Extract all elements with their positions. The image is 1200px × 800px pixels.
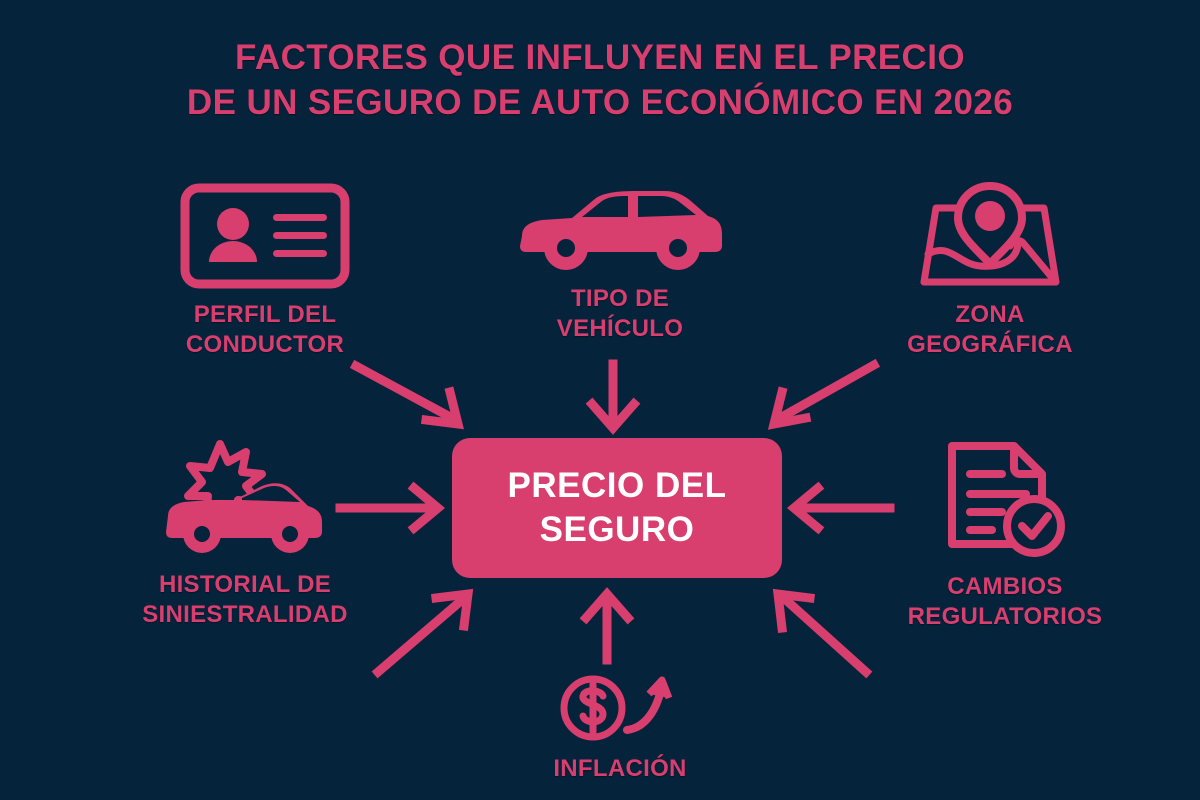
arrow-historial-to-center	[335, 481, 446, 535]
page-title-line-2: DE UN SEGURO DE AUTO ECONÓMICO EN 2026	[186, 82, 1014, 122]
arrow-cambios-to-center	[786, 481, 895, 535]
factor-node-zona: ZONA GEOGRÁFICA	[840, 178, 1140, 360]
factor-node-inflacion: INFLACIÓN	[455, 668, 785, 784]
factor-node-vehiculo: TIPO DE VEHÍCULO	[455, 184, 785, 344]
car-icon	[455, 184, 785, 274]
arrow-inflacion-to-center	[579, 587, 635, 665]
document-check-icon	[855, 436, 1155, 562]
factor-node-cambios: CAMBIOS REGULATORIOS	[855, 436, 1155, 632]
dollar-rising-arrow-icon	[455, 668, 785, 744]
factor-label-zona: ZONA GEOGRÁFICA	[907, 301, 1073, 359]
map-pin-icon	[840, 178, 1140, 290]
factor-node-perfil: PERFIL DEL CONDUCTOR	[120, 182, 410, 360]
arrow-lower-left-to-center	[371, 588, 474, 679]
arrow-lower-right-to-center	[772, 588, 873, 679]
id-card-icon	[120, 182, 410, 290]
arrow-vehiculo-to-center	[585, 359, 641, 435]
page-title: FACTORES QUE INFLUYEN EN EL PRECIO DE UN…	[0, 36, 1200, 126]
arrow-perfil-to-center	[349, 359, 464, 430]
page-title-line-1: FACTORES QUE INFLUYEN EN EL PRECIO	[235, 38, 965, 77]
factor-label-vehiculo: TIPO DE VEHÍCULO	[556, 285, 684, 343]
factor-label-cambios: CAMBIOS REGULATORIOS	[907, 573, 1103, 631]
factor-node-historial: HISTORIAL DE SINIESTRALIDAD	[100, 438, 390, 630]
arrow-zona-to-center	[767, 358, 881, 430]
center-hub-node: PRECIO DEL SEGURO	[452, 438, 782, 578]
car-crash-icon	[100, 438, 390, 560]
factor-label-historial: HISTORIAL DE SINIESTRALIDAD	[142, 571, 348, 629]
factor-label-perfil: PERFIL DEL CONDUCTOR	[185, 301, 345, 359]
factor-label-inflacion: INFLACIÓN	[553, 755, 687, 782]
center-hub-line-1: PRECIO DEL	[507, 465, 727, 505]
center-hub-line-2: SEGURO	[539, 510, 695, 549]
